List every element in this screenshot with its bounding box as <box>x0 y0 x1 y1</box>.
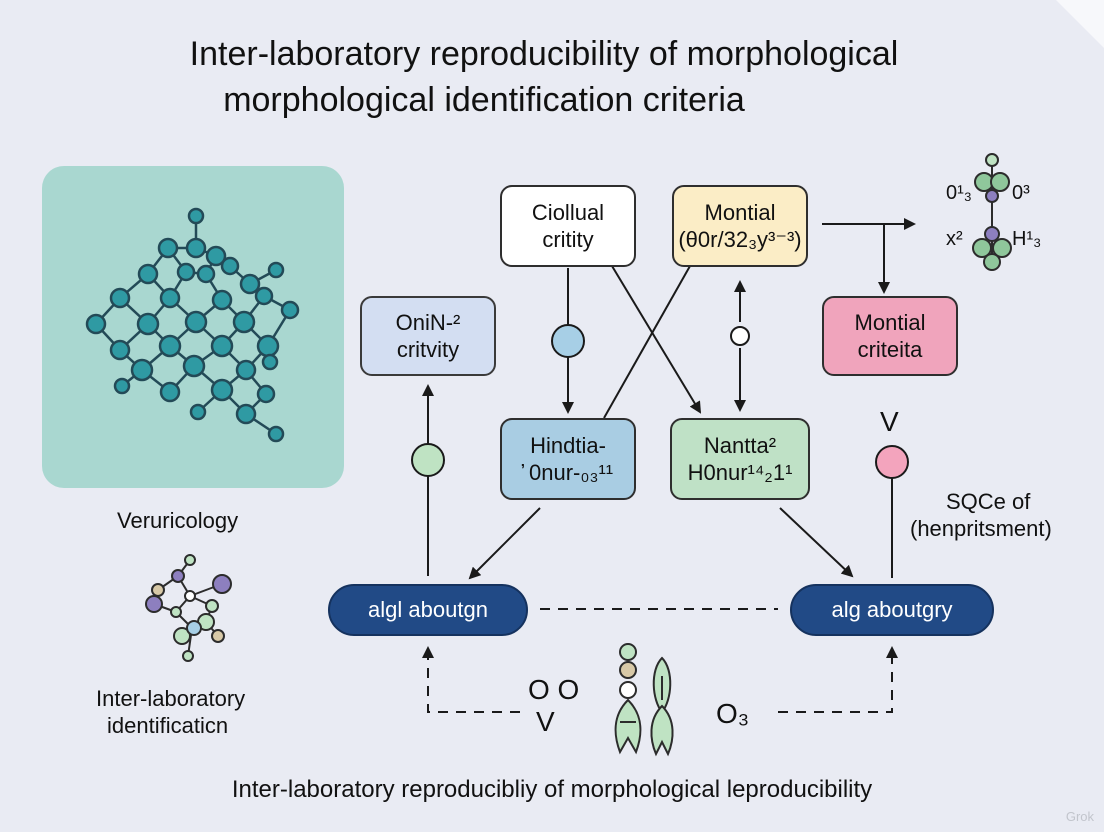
label-v-right: V <box>880 406 899 437</box>
box-nantta[interactable]: Nantta² H0nur¹⁴₂1¹ <box>670 418 810 500</box>
molecule-label-bottom-right: H¹₃ <box>1012 228 1042 250</box>
molecule-label-top-left: 0¹₃ <box>946 182 972 204</box>
molecule-label-top-right: 0³ <box>1012 182 1030 204</box>
box-onin[interactable]: OniN-² critvity <box>360 296 496 376</box>
label-sqce-line-2: (henpritsment) <box>910 516 1052 541</box>
label-oo: O O <box>528 674 580 705</box>
node-circle-white <box>730 326 750 346</box>
title-line-1: Inter-laboratory reproducibility of morp… <box>189 35 899 73</box>
box-hindtia-line-2: ҆ 0nur-₀₃¹¹ <box>522 460 614 485</box>
box-montial-top-line-1: Montial <box>704 200 776 225</box>
title-line-2: morphological identification criteria <box>223 81 745 119</box>
specimen-figures-icon <box>614 643 674 757</box>
pill-right[interactable]: alg aboutgry <box>790 584 994 636</box>
box-montial-right-line-1: Montial <box>854 310 926 335</box>
box-nantta-line-2: H0nur¹⁴₂1¹ <box>687 460 793 485</box>
cluster-caption-line-2: identificaticn <box>107 713 229 738</box>
page-corner-fold <box>1056 0 1104 48</box>
molecule-label-bottom-left: x² <box>946 228 963 250</box>
box-hindtia-line-1: Hindtia- <box>530 433 606 458</box>
box-montial-right[interactable]: Montial criteita <box>822 296 958 376</box>
cluster-caption-line-1: Inter-laboratory <box>96 686 246 711</box>
node-circle-blue <box>551 324 585 358</box>
box-hindtia[interactable]: Hindtia- ҆ 0nur-₀₃¹¹ <box>500 418 636 500</box>
box-onin-line-1: OniN-² <box>395 310 461 335</box>
box-onin-line-2: critvity <box>396 337 460 362</box>
box-ciollual-line-1: Ciollual <box>531 200 605 225</box>
small-molecule-cluster-icon <box>145 554 232 662</box>
box-montial-right-line-2: criteita <box>857 337 923 362</box>
box-montial-top[interactable]: Montial (θ0r/32₃y³⁻³) <box>672 185 808 267</box>
box-ciollual-line-2: critity <box>542 227 594 252</box>
panel-caption: Veruricology <box>117 508 239 533</box>
box-nantta-line-1: Nantta² <box>703 433 777 458</box>
footer-caption: Inter-laboratory reproducibliy of morpho… <box>231 776 873 803</box>
label-v-bottom: V <box>536 706 555 737</box>
label-sqce-line-1: SQCe of <box>946 489 1031 514</box>
top-right-molecule-icon <box>972 153 1012 271</box>
box-montial-top-line-2: (θ0r/32₃y³⁻³) <box>678 227 802 252</box>
watermark: Grok <box>1065 809 1094 824</box>
pill-left[interactable]: algl aboutgn <box>328 584 528 636</box>
box-ciollual[interactable]: Ciollual critity <box>500 185 636 267</box>
node-circle-pink <box>875 445 909 479</box>
molecule-network-icon <box>85 207 300 443</box>
node-circle-green <box>411 443 445 477</box>
label-o3: O₃ <box>716 698 750 729</box>
